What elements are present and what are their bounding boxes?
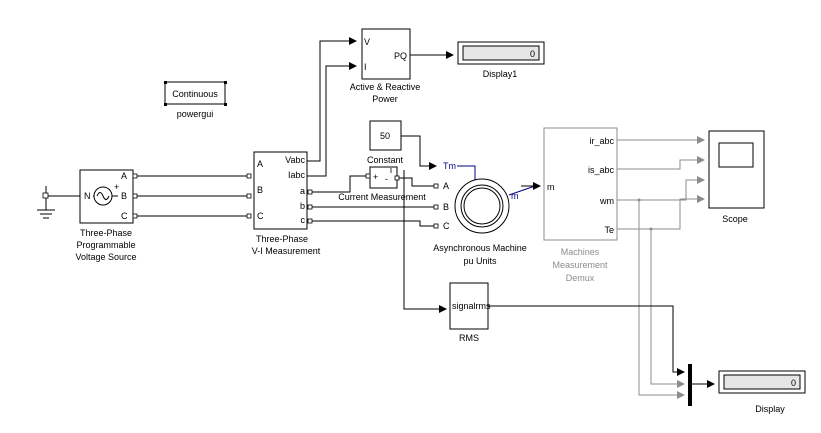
source-label-3: Voltage Source: [75, 252, 136, 262]
constant-value: 50: [380, 131, 390, 141]
vi-label-2: V-I Measurement: [252, 246, 321, 256]
vi-to-pq-lines: [307, 37, 357, 177]
machine-out-m: m: [511, 191, 519, 201]
cm-plus: +: [373, 172, 378, 182]
machine-port-c: C: [443, 221, 450, 231]
demux-to-scope-lines: [617, 136, 705, 399]
demux-out-is-abc: is_abc: [588, 165, 615, 175]
vi-out-a: a: [300, 186, 305, 196]
vi-to-machine-lines: [307, 170, 447, 313]
rms-block[interactable]: signalrms: [449, 282, 491, 330]
source-label-1: Three-Phase: [80, 228, 132, 238]
machine-port-tm: Tm: [443, 161, 456, 171]
ground-icon: [37, 186, 80, 219]
powergui-block[interactable]: Continuous: [164, 81, 227, 106]
vi-in-c: C: [257, 211, 264, 221]
current-meas-label: Current Measurement: [338, 192, 426, 202]
machines-measurement-demux-block[interactable]: m ir_abc is_abc wm Te: [543, 127, 618, 241]
demux-label-2: Measurement: [552, 260, 608, 270]
vi-in-b: B: [257, 185, 263, 195]
pq-out: PQ: [394, 51, 407, 61]
display1-value: 0: [530, 49, 535, 59]
display-value: 0: [791, 378, 796, 388]
vi-out-iabc: Iabc: [288, 170, 306, 180]
machine-port-b: B: [443, 202, 449, 212]
source-to-vi-lines: [132, 173, 252, 219]
pq-in-i: I: [364, 62, 367, 72]
vi-out-vabc: Vabc: [285, 155, 305, 165]
mux-block[interactable]: [688, 364, 692, 406]
source-port-c: C: [121, 211, 128, 221]
machine-label-1: Asynchronous Machine: [433, 243, 527, 253]
demux-in-m: m: [547, 182, 555, 192]
source-port-a: A: [121, 171, 127, 181]
powergui-label: powergui: [177, 109, 214, 119]
rms-text: signalrms: [452, 301, 491, 311]
demux-label-1: Machines: [561, 247, 600, 257]
display-block[interactable]: 0: [718, 370, 806, 394]
constant-block[interactable]: 50: [369, 120, 402, 151]
constant-label: Constant: [367, 155, 404, 165]
demux-label-3: Demux: [566, 273, 595, 283]
vi-out-c: c: [301, 215, 306, 225]
vi-measurement-block[interactable]: A B C Vabc Iabc a b c: [253, 151, 308, 230]
powergui-text: Continuous: [172, 89, 218, 99]
demux-out-te: Te: [604, 225, 614, 235]
source-port-b: B: [121, 191, 127, 201]
source-neutral-label: N: [84, 191, 91, 201]
vi-label-1: Three-Phase: [256, 234, 308, 244]
display1-label: Display1: [483, 69, 518, 79]
rms-label: RMS: [459, 333, 479, 343]
asynchronous-machine-block[interactable]: Tm A B C m: [443, 161, 536, 234]
machine-port-a: A: [443, 181, 449, 191]
display-label: Display: [755, 404, 785, 414]
vi-out-b: b: [300, 201, 305, 211]
cm-minus: -: [385, 174, 388, 184]
current-measurement-block[interactable]: + - i: [369, 165, 398, 189]
demux-out-ir-abc: ir_abc: [589, 136, 614, 146]
source-label-2: Programmable: [76, 240, 135, 250]
plus-sign: +: [114, 182, 119, 192]
pq-label-2: Power: [372, 94, 398, 104]
vi-in-a: A: [257, 159, 263, 169]
three-phase-source-block[interactable]: N + A B C: [79, 169, 134, 224]
demux-out-wm: wm: [599, 196, 614, 206]
display1-block[interactable]: 0: [457, 41, 545, 65]
pq-label-1: Active & Reactive: [350, 82, 421, 92]
machine-label-2: pu Units: [463, 256, 497, 266]
cm-i: i: [390, 165, 392, 175]
pq-in-v: V: [364, 37, 370, 47]
active-reactive-power-block[interactable]: V I PQ: [361, 28, 411, 80]
scope-label: Scope: [722, 214, 748, 224]
scope-block[interactable]: [708, 130, 765, 209]
